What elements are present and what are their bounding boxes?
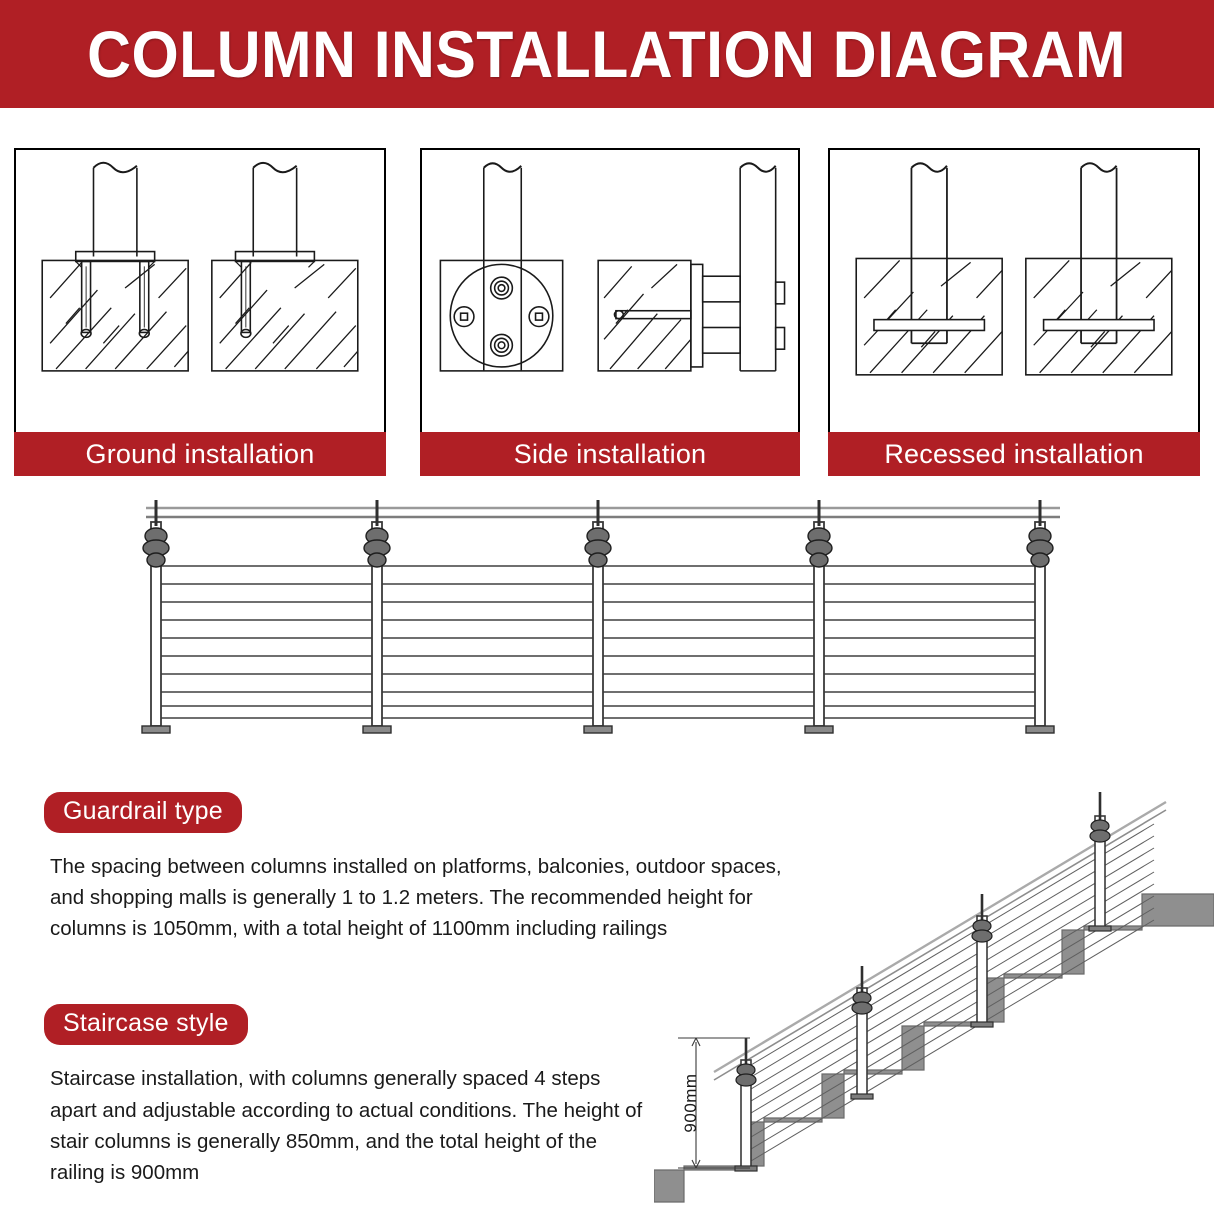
stair-steps: [654, 893, 1214, 1203]
panel-recessed-caption: Recessed installation: [828, 432, 1200, 476]
panel-ground-installation: Ground installation: [14, 148, 386, 480]
installation-panels: Ground installation: [0, 148, 1214, 480]
panel-side-installation: Side installation: [420, 148, 800, 480]
stair-top-rail: [713, 800, 1167, 1074]
panel-side-caption: Side installation: [420, 432, 800, 476]
panel-ground-caption: Ground installation: [14, 432, 386, 476]
staircase-block: Staircase style Staircase installation, …: [44, 1004, 804, 1188]
guardrail-block: Guardrail type The spacing between colum…: [44, 792, 804, 944]
staircase-illustration: 900mm: [654, 770, 1214, 1214]
panel-recessed-drawing: [828, 148, 1200, 436]
guardrail-paragraph: The spacing between columns installed on…: [50, 855, 782, 941]
ground-installation-svg: [41, 161, 359, 372]
text-column: Guardrail type The spacing between colum…: [44, 792, 804, 1188]
railing-posts: [141, 500, 1055, 734]
staircase-paragraph: Staircase installation, with columns gen…: [50, 1067, 643, 1184]
panel-ground-drawing: [14, 148, 386, 436]
dimension-line-900mm: [678, 1037, 750, 1169]
railing-elevation-illustration: [0, 492, 1214, 742]
side-installation-svg: [439, 162, 786, 372]
panel-recessed-installation: Recessed installation: [828, 148, 1200, 480]
header-banner: COLUMN INSTALLATION DIAGRAM: [0, 0, 1214, 108]
stair-cables: [745, 823, 1155, 1165]
dimension-label-900mm: 900mm: [681, 1073, 700, 1132]
staircase-svg: 900mm: [654, 792, 1214, 1203]
guardrail-badge: Guardrail type: [44, 792, 242, 833]
recessed-installation-svg: [855, 162, 1173, 376]
lower-section: Guardrail type The spacing between colum…: [0, 770, 1214, 1214]
page-title: COLUMN INSTALLATION DIAGRAM: [87, 17, 1127, 91]
staircase-badge: Staircase style: [44, 1004, 248, 1046]
stair-posts: [734, 792, 1112, 1172]
railing-svg: [141, 500, 1060, 734]
panel-side-drawing: [420, 148, 800, 436]
